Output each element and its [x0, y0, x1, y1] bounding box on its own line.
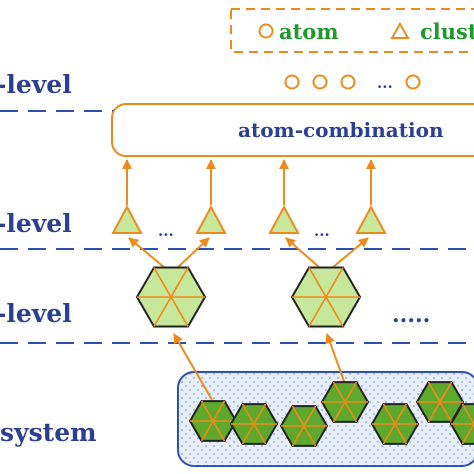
arrow — [176, 237, 210, 269]
atom-combination-box — [111, 103, 474, 157]
atom-icon — [284, 74, 300, 90]
cluster-icon — [355, 204, 387, 234]
hexagon-icon — [415, 381, 465, 423]
cluster-to-combination-arrows — [122, 159, 376, 205]
hexagon-icon — [229, 403, 279, 445]
structure-row — [135, 266, 362, 328]
arrow — [173, 333, 213, 401]
legend-cluster-label: clust — [420, 19, 474, 44]
arrow — [325, 333, 346, 385]
hexagon-icon — [449, 403, 474, 445]
legend-atom-label: atom — [279, 19, 339, 44]
atom-icon — [312, 74, 328, 90]
structure-to-cluster-arrows — [128, 237, 369, 269]
hexagon-icon — [290, 266, 362, 328]
cluster-level-label: -level — [0, 209, 72, 238]
hexagon-icon — [320, 381, 370, 423]
cluster-row — [111, 204, 387, 234]
legend-atom-icon — [258, 23, 274, 39]
atom-combination-label: atom-combination — [238, 118, 444, 142]
cluster-icon — [268, 204, 300, 234]
legend-box — [230, 8, 474, 53]
hexagon-icon — [135, 266, 207, 328]
atom-level-label: -level — [0, 70, 72, 99]
system-to-structure-arrows — [173, 333, 346, 401]
cluster-ellipsis-left: ... — [158, 222, 174, 240]
atom-row-ellipsis: ... — [377, 74, 393, 92]
arrow — [128, 237, 166, 269]
structure-level-label: -level — [0, 299, 72, 328]
cluster-icon — [195, 204, 227, 234]
hexagon-icon — [188, 400, 238, 442]
hexagon-icon — [370, 403, 420, 445]
cluster-ellipsis-right: ... — [314, 222, 330, 240]
structure-ellipsis: ..... — [392, 302, 430, 328]
atom-row: ... — [284, 74, 421, 92]
legend-cluster-icon — [390, 21, 410, 39]
cluster-icon — [111, 204, 143, 234]
hexagon-icon — [279, 405, 329, 447]
system-chain — [188, 381, 474, 447]
arrow — [331, 237, 369, 269]
atom-icon — [405, 74, 421, 90]
arrow — [285, 237, 321, 269]
atom-icon — [340, 74, 356, 90]
system-level-label: system — [0, 418, 97, 447]
